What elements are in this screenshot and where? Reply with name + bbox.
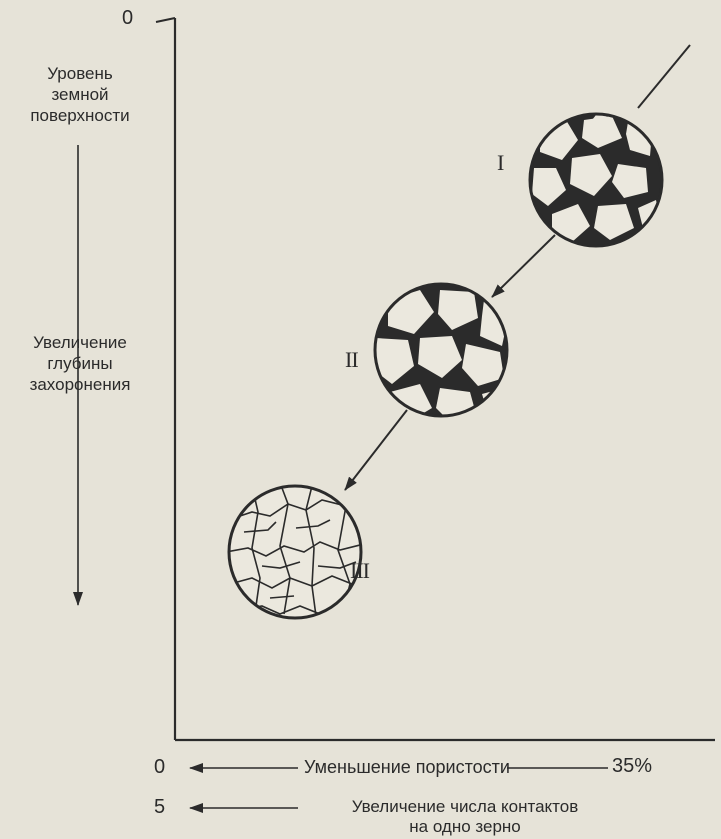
stage3-label: III <box>350 558 369 584</box>
path-line-top <box>638 45 690 108</box>
contacts-start-label: 5 <box>154 797 165 818</box>
grain-circle-stage3 <box>226 486 366 618</box>
surface-level-label: Уровень земной поверхности <box>20 63 140 126</box>
porosity-start-label: 0 <box>154 757 165 778</box>
grain-circle-stage1 <box>530 110 662 246</box>
burial-depth-label: Увеличение глубины захоронения <box>10 332 150 395</box>
porosity-label: Уменьшение пористости <box>304 757 510 778</box>
porosity-end-label: 35% <box>612 756 652 777</box>
top-tick <box>156 18 175 22</box>
stage1-label: I <box>497 150 503 176</box>
arrow-stage1-to-2 <box>492 235 555 297</box>
arrow-stage2-to-3 <box>345 410 407 490</box>
top-zero-label: 0 <box>122 8 133 29</box>
contacts-label: Увеличение числа контактов на одно зерно <box>290 797 640 837</box>
stage2-label: II <box>345 347 358 373</box>
grain-circle-stage2 <box>370 284 508 422</box>
